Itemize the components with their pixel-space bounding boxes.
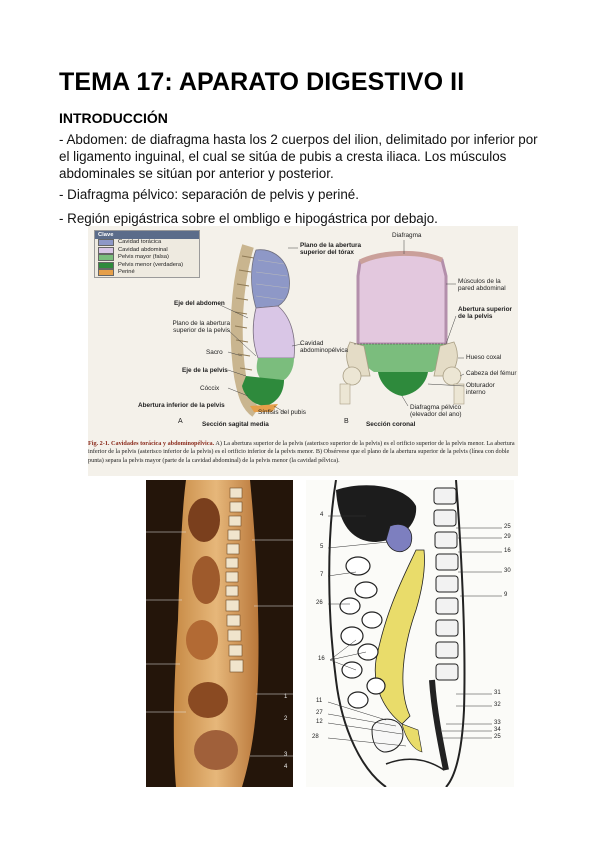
paragraph-diafragma: - Diafragma pélvico: separación de pelvi…: [59, 187, 359, 202]
legend-swatch: [98, 269, 114, 277]
label-eje-abdomen: Eje del abdomen: [174, 300, 225, 307]
figure-legend: Clave Cavidad torácica Cavidad abdominal…: [94, 230, 200, 278]
legend-label: Cavidad torácica: [118, 239, 162, 245]
sagittal-photo: 1 2 3 4: [146, 480, 293, 787]
legend-swatch: [98, 261, 114, 269]
paragraph-abdomen: - Abdomen: de diafragma hasta los 2 cuer…: [59, 132, 538, 181]
page-title: TEMA 17: APARATO DIGESTIVO II: [59, 68, 465, 96]
label-hueso-coxal: Hueso coxal: [466, 354, 502, 361]
panel-caption-a: Sección sagital media: [202, 421, 269, 428]
drawing-label-16l: 16: [318, 656, 325, 662]
drawing-label-25a: 25: [504, 524, 511, 530]
drawing-label-33: 33: [494, 720, 501, 726]
photo-label-4: 4: [284, 764, 288, 770]
drawing-label-29: 29: [504, 534, 511, 540]
caption-figure-ref: Fig. 2-1.: [88, 440, 110, 447]
legend-item: Pelvis menor (verdadera): [95, 262, 199, 270]
label-abertura-superior: Abertura superior de la pelvis: [458, 306, 512, 321]
legend-label: Cavidad abdominal: [118, 246, 168, 253]
drawing-label-12: 12: [316, 719, 323, 725]
drawing-label-11: 11: [316, 698, 323, 704]
legend-item: Pelvis mayor (falsa): [95, 254, 199, 262]
sagittal-photo-drawing: [146, 480, 293, 787]
drawing-label-16r: 16: [504, 548, 511, 554]
drawing-label-7: 7: [320, 572, 324, 578]
sagittal-section: [219, 244, 303, 417]
sagittal-line-drawing: [327, 480, 502, 787]
legend-label: Pelvis menor (verdadera): [118, 261, 184, 268]
drawing-label-30: 30: [504, 568, 511, 574]
caption-title: Cavidades torácica y abdominopélvica.: [111, 440, 215, 447]
figure-cavidades-drawing: [219, 240, 465, 417]
paragraph-regiones: - Región epigástrica sobre el ombligo e …: [59, 211, 438, 226]
label-diafragma-pelvico: Diafragma pélvico (elevador del ano): [410, 404, 462, 419]
legend-item: Cavidad abdominal: [95, 247, 199, 255]
photo-label-3: 3: [284, 752, 288, 758]
legend-item: Cavidad torácica: [95, 239, 199, 247]
legend-title: Clave: [95, 231, 199, 239]
legend-label: Periné: [118, 269, 135, 275]
label-abertura-inferior: Abertura inferior de la pelvis: [138, 402, 225, 409]
label-diafragma: Diafragma: [392, 232, 422, 239]
caption-text: A) La abertura superior de la pelvis (as…: [88, 440, 515, 464]
panel-letter-a: A: [178, 418, 183, 425]
label-sinfisis: Sínfisis del pubis: [258, 409, 306, 416]
legend-swatch: [98, 239, 114, 247]
drawing-label-25b: 25: [494, 734, 501, 740]
label-musculos-pared: Músculos de la pared abdominal: [458, 278, 506, 293]
legend-item: Periné: [95, 269, 199, 277]
legend-label: Pelvis mayor (falsa): [118, 254, 169, 260]
drawing-label-28: 28: [312, 734, 319, 740]
drawing-label-26: 26: [316, 600, 323, 606]
drawing-label-31: 31: [494, 690, 501, 696]
drawing-label-4: 4: [320, 512, 324, 518]
legend-swatch: [98, 254, 114, 262]
drawing-label-32: 32: [494, 702, 501, 708]
label-plano-torax: Plano de la abertura superior del tórax: [300, 242, 362, 257]
label-sacro: Sacro: [206, 349, 223, 356]
label-cabeza-femur: Cabeza del fémur: [466, 370, 517, 377]
legend-swatch: [98, 246, 114, 254]
figure-caption: Fig. 2-1. Cavidades torácica y abdominop…: [88, 440, 518, 465]
photo-label-2: 2: [284, 716, 288, 722]
panel-letter-b: B: [344, 418, 349, 425]
photo-label-1: 1: [284, 694, 288, 700]
panel-caption-b: Sección coronal: [366, 421, 416, 428]
figure-cavidades: Clave Cavidad torácica Cavidad abdominal…: [88, 226, 518, 476]
label-coccix: Cóccix: [200, 385, 220, 392]
drawing-label-5: 5: [320, 544, 324, 550]
drawing-label-34: 34: [494, 727, 501, 733]
label-obturador: Obturador interno: [466, 382, 495, 397]
label-plano-pelvis: Plano de la abertura superior de la pelv…: [172, 320, 230, 335]
drawing-label-9: 9: [504, 592, 508, 598]
sagittal-drawing: 25 29 16 30 9 31 32 33 34 25 4 5 7 26 16…: [306, 480, 514, 787]
label-eje-pelvis: Eje de la pelvis: [182, 367, 228, 374]
drawing-label-27: 27: [316, 710, 323, 716]
label-cavidad-abdominopelvica: Cavidad abdominopélvica: [300, 340, 348, 355]
section-heading: INTRODUCCIÓN: [59, 110, 168, 126]
coronal-section: [339, 240, 465, 407]
